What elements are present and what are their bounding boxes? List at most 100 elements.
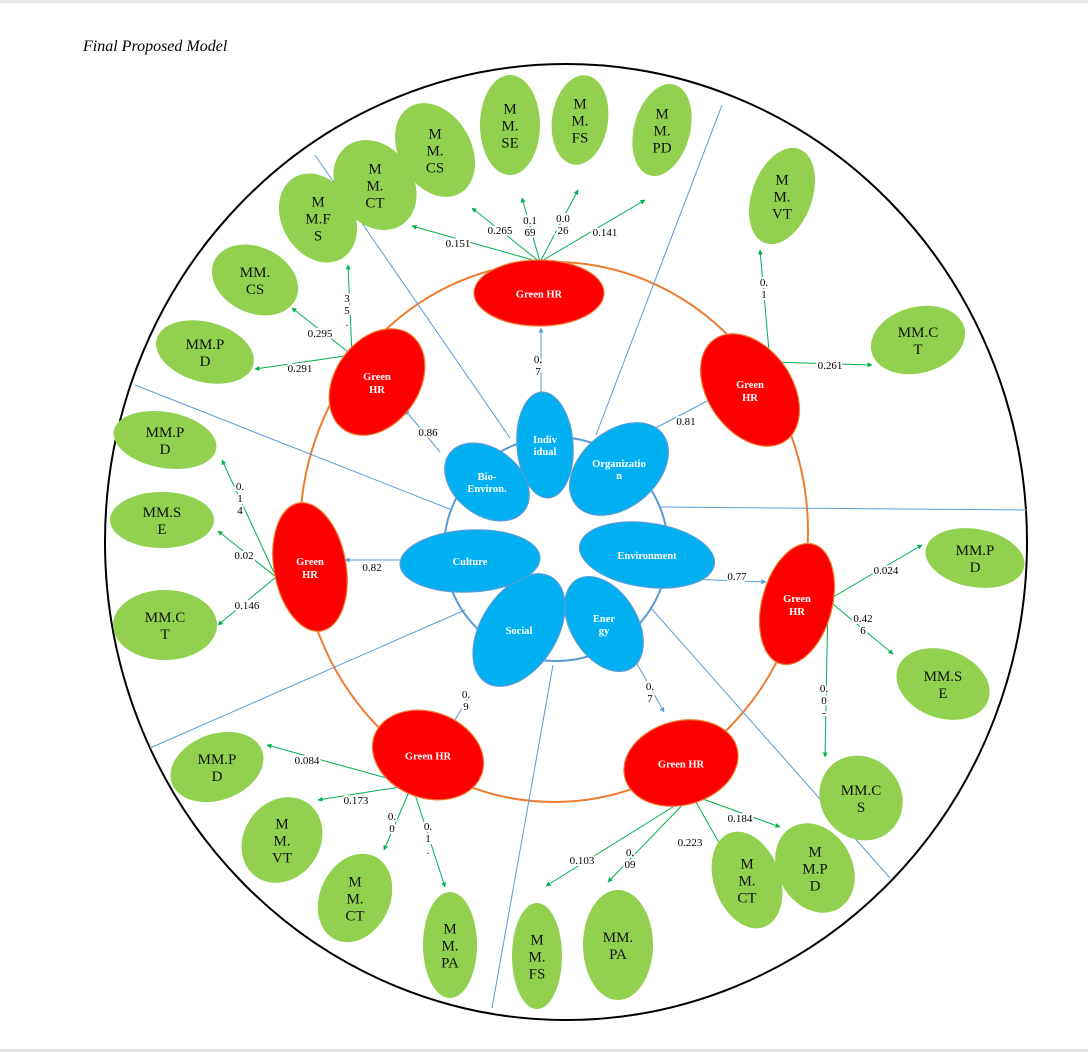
green-hr-node[interactable] bbox=[747, 535, 847, 673]
measure-label-line: M bbox=[428, 127, 441, 143]
measure-label-line: MM.P bbox=[146, 425, 185, 441]
path-coefficient: 0.82 bbox=[362, 562, 381, 574]
loading-coefficient-line: 0.291 bbox=[288, 363, 313, 375]
dimension-node-individual[interactable] bbox=[513, 390, 576, 500]
dimension-label-environment-line: Environment bbox=[617, 551, 677, 562]
green-hr-node[interactable] bbox=[473, 259, 605, 327]
measure-node[interactable] bbox=[699, 822, 795, 939]
loading-arrow bbox=[471, 207, 541, 263]
green-hr-node[interactable] bbox=[309, 310, 444, 453]
measure-label-line: M. bbox=[426, 144, 443, 160]
measure-label-line: E bbox=[157, 522, 166, 538]
loading-coefficient: 0.1. bbox=[424, 821, 433, 857]
green-hr-label-line: Green bbox=[783, 594, 811, 605]
dimension-label-organization-line: n bbox=[616, 471, 622, 482]
dimension-node-culture[interactable] bbox=[398, 526, 541, 595]
measure-node[interactable] bbox=[863, 296, 973, 385]
loading-coefficient-line: 1 bbox=[425, 833, 431, 845]
green-hr-node[interactable] bbox=[360, 695, 497, 815]
measure-node[interactable] bbox=[304, 842, 406, 955]
measure-label-line: M. bbox=[738, 874, 755, 890]
loading-coefficient: 0.291 bbox=[288, 363, 313, 375]
measure-node[interactable] bbox=[423, 892, 477, 998]
dimension-label-bio-environ-line: Bio- bbox=[478, 472, 497, 483]
measure-label-line: CT bbox=[737, 891, 756, 907]
measure-label-line: MM. bbox=[603, 930, 633, 946]
green-hr-node[interactable] bbox=[263, 497, 356, 638]
loading-coefficient-line: 0.184 bbox=[728, 813, 753, 825]
loading-coefficient-line: 0. bbox=[820, 683, 829, 695]
dimension-node-bio-environ[interactable] bbox=[430, 427, 545, 537]
loading-coefficient-line: 0.173 bbox=[344, 795, 369, 807]
measure-node[interactable] bbox=[110, 492, 214, 548]
measure-node[interactable] bbox=[263, 159, 372, 276]
loading-coefficient-line: 0.151 bbox=[446, 238, 471, 250]
loading-coefficient-line: 69 bbox=[525, 227, 537, 239]
green-hr-node[interactable] bbox=[614, 707, 748, 818]
measure-node[interactable] bbox=[113, 590, 217, 660]
measure-label-line: M bbox=[655, 107, 668, 123]
loading-coefficient: 0.0 bbox=[388, 811, 397, 835]
measure-label-line: D bbox=[810, 879, 821, 895]
measure-node[interactable] bbox=[737, 139, 828, 253]
measure-label-line: M bbox=[808, 845, 821, 861]
loading-coefficient-line: 0.024 bbox=[874, 565, 899, 577]
measure-label-line: MM. bbox=[240, 265, 270, 281]
measure-label-line: M bbox=[348, 875, 361, 891]
dimension-node-social[interactable] bbox=[454, 557, 584, 702]
loading-arrow bbox=[539, 189, 579, 263]
measure-node[interactable] bbox=[200, 231, 309, 329]
measure-node[interactable] bbox=[109, 403, 221, 476]
loading-coefficient-line: 0.265 bbox=[488, 225, 513, 237]
dimension-label-social: Social bbox=[506, 626, 533, 637]
measure-node[interactable] bbox=[225, 781, 339, 898]
loading-arrow bbox=[254, 354, 353, 371]
measure-label-line: M.F bbox=[305, 212, 330, 228]
path-coefficient-line: 7 bbox=[535, 366, 541, 378]
measure-label-line: MM.P bbox=[198, 752, 237, 768]
green-hr-node[interactable] bbox=[680, 315, 820, 465]
measure-node[interactable] bbox=[802, 739, 920, 858]
measure-node[interactable] bbox=[480, 75, 540, 175]
measure-node[interactable] bbox=[921, 521, 1030, 595]
measure-node[interactable] bbox=[161, 720, 274, 815]
measure-node[interactable] bbox=[623, 77, 701, 182]
sector-divider bbox=[134, 384, 453, 511]
path-coefficient-line: 0.77 bbox=[727, 571, 747, 583]
measure-label-line: SE bbox=[501, 136, 519, 152]
loading-coefficient: 0.146 bbox=[235, 600, 260, 612]
path-coefficient: 0.81 bbox=[676, 416, 695, 428]
loading-arrow bbox=[291, 307, 353, 356]
loading-arrow bbox=[769, 361, 873, 368]
dimension-node-energy[interactable] bbox=[548, 562, 659, 685]
loading-coefficient-line: 1 bbox=[761, 289, 767, 301]
measure-node[interactable] bbox=[379, 89, 491, 212]
measure-label-line: VT bbox=[772, 207, 792, 223]
measure-node[interactable] bbox=[886, 636, 999, 733]
loading-arrow bbox=[520, 197, 541, 263]
measure-node[interactable] bbox=[316, 124, 433, 246]
measure-label-line: M bbox=[775, 173, 788, 189]
measure-label-line: M bbox=[573, 97, 586, 113]
dimension-node-environment[interactable] bbox=[575, 514, 719, 596]
green-hr-label-line: Green bbox=[363, 372, 391, 383]
measure-label-line: FS bbox=[572, 131, 589, 147]
measure-node[interactable] bbox=[149, 310, 261, 394]
measure-node[interactable] bbox=[546, 72, 614, 169]
measure-label-line: FS bbox=[529, 967, 546, 983]
measure-node[interactable] bbox=[759, 809, 870, 927]
dimension-node-organization[interactable] bbox=[552, 404, 687, 534]
measure-node[interactable] bbox=[583, 890, 653, 1000]
measure-label-line: M bbox=[275, 817, 288, 833]
measure-node[interactable] bbox=[512, 903, 562, 1009]
